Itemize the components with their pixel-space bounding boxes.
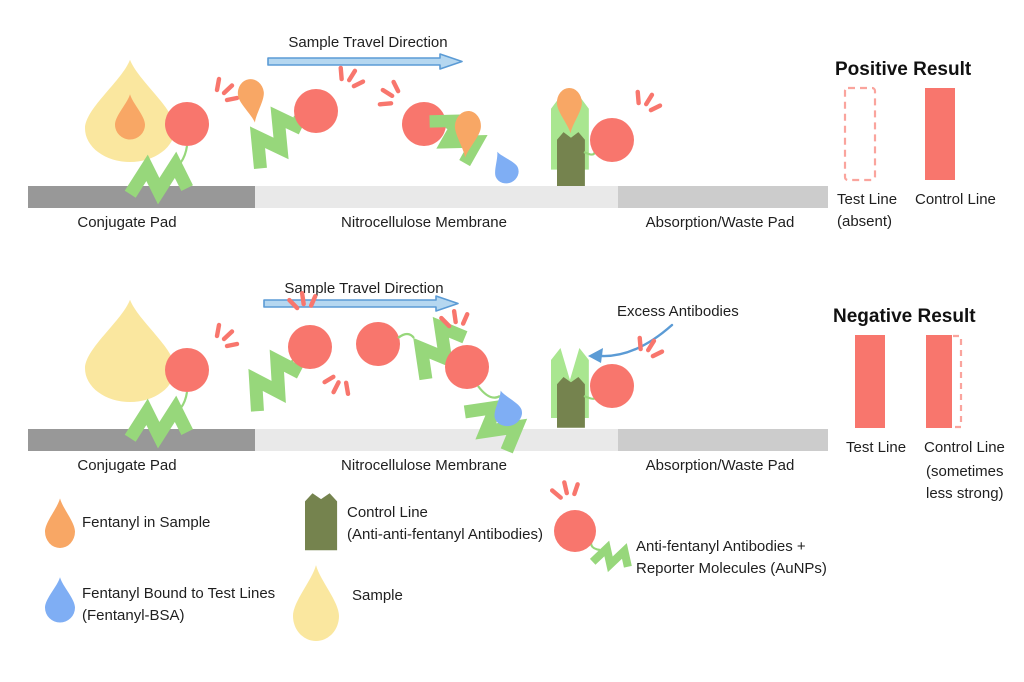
control-line-label-line1: Control Line xyxy=(347,504,428,521)
control-line-post-icon xyxy=(557,132,585,186)
negative-result-title: Negative Result xyxy=(833,306,976,327)
membrane-label: Nitrocellulose Membrane xyxy=(341,214,507,231)
positive-result-title: Positive Result xyxy=(835,59,972,80)
excess-antibodies-arrowhead-icon xyxy=(588,348,603,363)
negative-result-panel: Negative Result Test Line Control Line (… xyxy=(833,306,1005,502)
conjugate-pad xyxy=(28,186,255,208)
travel-direction-arrow-icon xyxy=(267,53,463,70)
bottom-panel: Sample Travel Direction Conjugate Pad Ni… xyxy=(28,280,1005,502)
travel-direction-arrow-icon xyxy=(263,295,459,312)
membrane-label: Nitrocellulose Membrane xyxy=(341,457,507,474)
absorption-waste-pad xyxy=(618,429,828,451)
control-line-label: Control Line xyxy=(915,191,996,208)
aunp-icon xyxy=(356,322,400,366)
aunp-fentanyl-complex xyxy=(236,63,364,168)
sparkle-icon xyxy=(217,325,237,346)
test-line-label: Test Line xyxy=(846,439,906,456)
legend-item-aunp: Anti-fentanyl Antibodies + Reporter Mole… xyxy=(551,475,827,577)
fentanyl-label: Fentanyl in Sample xyxy=(82,514,210,531)
control-line-post-icon xyxy=(305,493,338,551)
test-line-absent-bar xyxy=(843,86,877,182)
excess-antibodies-annotation: Excess Antibodies xyxy=(588,303,739,363)
legend: Fentanyl in Sample Fentanyl Bound to Tes… xyxy=(45,475,827,641)
control-line-label-line2: (Anti-anti-fentanyl Antibodies) xyxy=(347,526,543,543)
control-line-post-icon xyxy=(557,376,585,428)
fentanyl-bsa-label-line2: (Fentanyl-BSA) xyxy=(82,607,185,624)
waste-pad-label: Absorption/Waste Pad xyxy=(646,457,795,474)
control-line-capture xyxy=(551,87,661,186)
control-line-faded-edge xyxy=(953,334,963,429)
fentanyl-bsa-droplet-icon xyxy=(486,146,523,188)
test-line-note: (absent) xyxy=(837,213,892,230)
control-line-note-line1: (sometimes xyxy=(926,463,1004,480)
nitrocellulose-membrane xyxy=(255,186,618,208)
aunp-icon xyxy=(165,348,209,392)
absorption-waste-pad xyxy=(618,186,828,208)
top-panel: Sample Travel Direction Conjugate Pad Ni… xyxy=(28,34,996,231)
sparkle-icon xyxy=(324,373,350,400)
aunp-label-line2: Reporter Molecules (AuNPs) xyxy=(636,560,827,577)
control-line-label: Control Line xyxy=(924,439,1005,456)
sample-label: Sample xyxy=(352,587,403,604)
aunp-icon xyxy=(445,345,489,389)
positive-result-panel: Positive Result Test Line (absent) Contr… xyxy=(835,59,996,230)
sparkle-icon xyxy=(217,79,237,100)
fentanyl-bsa-droplet-icon xyxy=(45,577,75,623)
travel-direction-label-bottom: Sample Travel Direction xyxy=(284,280,443,297)
aunp-icon xyxy=(590,118,634,162)
waste-pad-label: Absorption/Waste Pad xyxy=(646,214,795,231)
sparkle-icon xyxy=(375,81,400,106)
sparkle-icon xyxy=(339,63,364,88)
free-aunp-2 xyxy=(240,285,332,411)
fentanyl-droplet-icon xyxy=(45,498,75,548)
sparkle-icon xyxy=(551,475,579,503)
travel-direction-label-top: Sample Travel Direction xyxy=(288,34,447,51)
aunp-icon xyxy=(294,89,338,133)
legend-item-sample: Sample xyxy=(293,565,403,641)
aunp-conjugate-1 xyxy=(130,325,237,444)
conjugate-pad-label: Conjugate Pad xyxy=(77,457,176,474)
excess-antibodies-arrow-icon xyxy=(600,323,674,358)
test-line-bar xyxy=(855,335,885,428)
sample-droplet-icon xyxy=(85,299,175,402)
legend-item-fentanyl-bsa: Fentanyl Bound to Test Lines (Fentanyl-B… xyxy=(45,577,275,624)
conjugate-pad xyxy=(28,429,255,451)
aunp-label-line1: Anti-fentanyl Antibodies + xyxy=(636,538,806,555)
control-line-bar xyxy=(925,88,955,180)
sparkle-icon xyxy=(636,87,661,112)
test-line-label: Test Line xyxy=(837,191,897,208)
control-line-bar xyxy=(926,335,952,428)
sample-droplet-icon xyxy=(293,565,339,641)
conjugate-pad-label: Conjugate Pad xyxy=(77,214,176,231)
aunp-icon xyxy=(402,102,446,146)
fentanyl-bsa-label-line1: Fentanyl Bound to Test Lines xyxy=(82,585,275,602)
antibody-icon xyxy=(593,542,633,574)
aunp-icon xyxy=(590,364,634,408)
legend-item-fentanyl: Fentanyl in Sample xyxy=(45,498,210,548)
sample-droplet-icon xyxy=(85,59,175,162)
aunp-icon xyxy=(165,102,209,146)
free-aunp-3 xyxy=(324,319,472,400)
aunp-icon xyxy=(554,510,596,552)
legend-item-control-line: Control Line (Anti-anti-fentanyl Antibod… xyxy=(305,493,543,551)
fentanyl-droplet-icon xyxy=(235,77,268,125)
nitrocellulose-membrane xyxy=(255,429,618,451)
aunp-icon xyxy=(288,325,332,369)
aunp-conjugate-1 xyxy=(130,79,237,200)
aunp-bound-test-line xyxy=(440,303,525,457)
control-line-note-line2: less strong) xyxy=(926,485,1004,502)
aunp-passing-test-line xyxy=(375,81,523,188)
excess-antibodies-label: Excess Antibodies xyxy=(617,303,739,320)
control-line-capture xyxy=(551,333,663,428)
